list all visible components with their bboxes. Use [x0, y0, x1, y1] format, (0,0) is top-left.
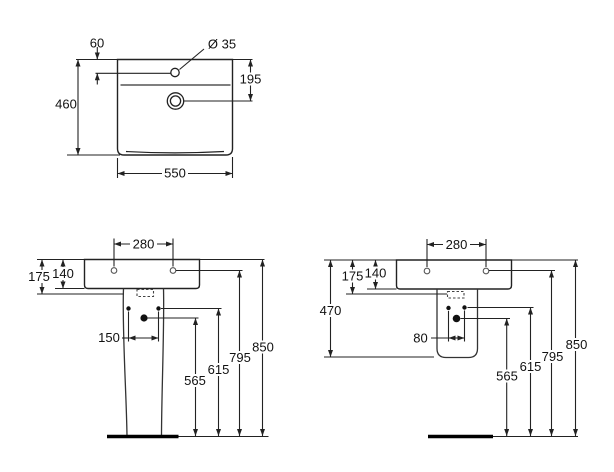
basin-front-outline	[395, 259, 513, 290]
tap-diameter-leader-line	[179, 48, 205, 70]
label-bg	[26, 270, 52, 283]
label-bg	[96, 331, 122, 344]
top-view: 60 Ø 35 195 460 550	[55, 36, 262, 180]
supply-point-right	[156, 306, 161, 311]
basin-top-outline	[116, 58, 234, 156]
dim-label-rim-height: 850	[566, 337, 588, 352]
supply-point-left	[446, 305, 451, 311]
label-bg	[363, 266, 388, 280]
dim-label-rim-front: 140	[52, 266, 74, 281]
dim-label-drain-offset: 195	[240, 72, 262, 87]
dim-label-width: 550	[164, 165, 186, 180]
dim-label-trap-height: 565	[496, 369, 518, 384]
label-bg	[162, 166, 188, 180]
trap-hidden-outline	[136, 288, 155, 298]
label-bg	[517, 360, 544, 373]
label-bg	[226, 351, 254, 364]
label-bg	[205, 363, 232, 376]
dim-label-fixing-height: 795	[542, 349, 564, 364]
label-bg	[130, 237, 157, 251]
dim-label-semi-height: 470	[320, 303, 342, 318]
tap-hole	[170, 67, 180, 78]
trap-outlet-point	[452, 314, 461, 323]
dim-label-rim-height: 850	[252, 340, 274, 355]
pedestal-left-edge	[122, 288, 128, 437]
fixing-hole-left	[110, 267, 118, 274]
label-bg	[443, 238, 470, 251]
drain-inner-circle	[169, 95, 182, 107]
fixing-hole-left	[423, 267, 431, 275]
label-bg	[181, 374, 209, 387]
fixing-hole-right	[482, 267, 490, 275]
pedestal-right-edge	[160, 288, 165, 437]
trap-outlet-point	[140, 314, 148, 322]
dim-label-hole-spacing: 280	[133, 237, 155, 252]
dim-label-tap-diameter: Ø 35	[208, 37, 236, 52]
supply-point-right	[462, 305, 467, 310]
label-bg	[340, 269, 365, 283]
dim-label-fixing-height: 795	[229, 350, 251, 365]
label-bg	[239, 72, 262, 86]
fixing-hole-right	[169, 267, 177, 274]
dim-label-tap-offset: 60	[90, 36, 104, 51]
front-view-semi-pedestal: 280 175 140 470 80 565 615 795 850	[317, 237, 590, 439]
label-bg	[493, 369, 521, 383]
semi-pedestal-outline	[436, 289, 479, 359]
dim-label-supply-height: 615	[520, 359, 542, 374]
label-bg	[249, 340, 277, 354]
label-bg	[563, 338, 590, 351]
label-bg	[539, 350, 566, 363]
dim-label-trap-height: 565	[184, 373, 206, 388]
dim-label-rim-total: 175	[342, 269, 364, 284]
basin-front-outline	[83, 258, 201, 290]
dim-label-depth: 460	[55, 97, 77, 112]
supply-point-left	[126, 306, 131, 311]
label-bg	[410, 331, 431, 345]
dim-label-rim-front: 140	[365, 266, 387, 281]
dim-label-pedestal-spacing: 150	[98, 330, 120, 345]
basin-front-lip-line	[125, 150, 225, 154]
dim-label-hole-spacing: 280	[446, 237, 468, 252]
front-view-pedestal: 280 175 140 150 565 615 795 850	[26, 237, 277, 439]
label-bg	[317, 304, 344, 317]
dim-label-rim-total: 175	[28, 269, 50, 284]
dim-label-bracket-spacing: 80	[413, 331, 427, 346]
label-bg	[50, 267, 76, 280]
trap-hidden-outline	[446, 290, 465, 299]
dim-label-supply-height: 615	[208, 362, 230, 377]
